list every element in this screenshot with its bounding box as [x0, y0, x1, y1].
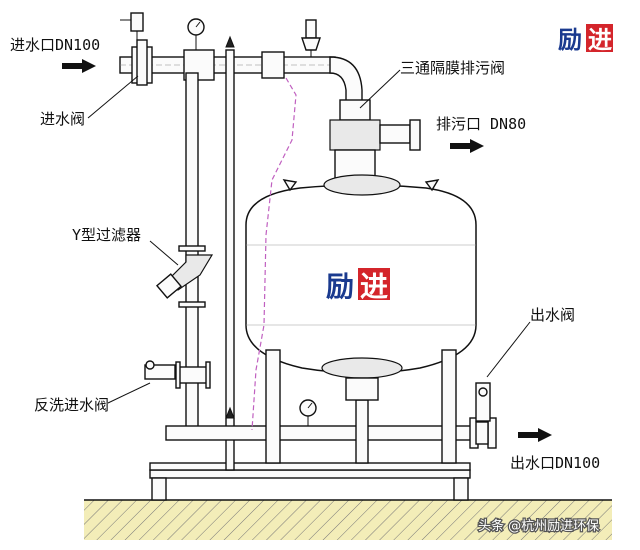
outlet-arrow-icon — [518, 428, 552, 442]
outlet-label: 出水口DN100 — [510, 454, 600, 472]
y-filter-label: Y型过滤器 — [72, 226, 141, 244]
air-vent — [301, 19, 321, 57]
inlet-label: 进水口DN100 — [10, 36, 100, 54]
top-pressure-gauge — [187, 18, 205, 50]
bottom-pressure-gauge — [299, 399, 317, 426]
tank-legs — [265, 349, 457, 464]
outlet-pipe — [165, 417, 497, 449]
tank-brand-right: 进 — [360, 270, 388, 303]
flow-arrows — [62, 59, 552, 442]
drain-label: 排污口 DN80 — [436, 115, 526, 133]
brand-mark-left: 励 — [558, 26, 582, 54]
ground-foundation — [84, 499, 612, 540]
inlet-valve — [120, 12, 148, 86]
y-strainer — [155, 254, 214, 299]
three-way-valve-label: 三通隔膜排污阀 — [400, 59, 505, 77]
base-frame — [149, 462, 471, 501]
watermark: 头条 @杭州励进环保 — [478, 518, 599, 534]
outlet-valve — [475, 382, 491, 422]
inlet-valve-label: 进水阀 — [40, 110, 85, 128]
drain-arrow-icon — [450, 139, 484, 153]
brand-logo-tank: 励 进 — [326, 268, 390, 303]
outlet-valve-label: 出水阀 — [530, 306, 575, 324]
bypass-pipes — [178, 35, 235, 471]
elbow-pipe — [329, 56, 363, 106]
leader-lines — [87, 69, 531, 404]
tank-brand-left: 励 — [326, 270, 354, 303]
control-tube — [251, 77, 297, 431]
backwash-valve-label: 反洗进水阀 — [34, 396, 109, 414]
bottom-distributor — [321, 357, 403, 401]
brand-mark-right: 进 — [588, 26, 612, 54]
inlet-arrow-icon — [62, 59, 96, 73]
brand-logo-top: 励 进 — [558, 24, 613, 54]
backwash-valve — [144, 360, 211, 389]
top-distributor — [323, 99, 421, 196]
